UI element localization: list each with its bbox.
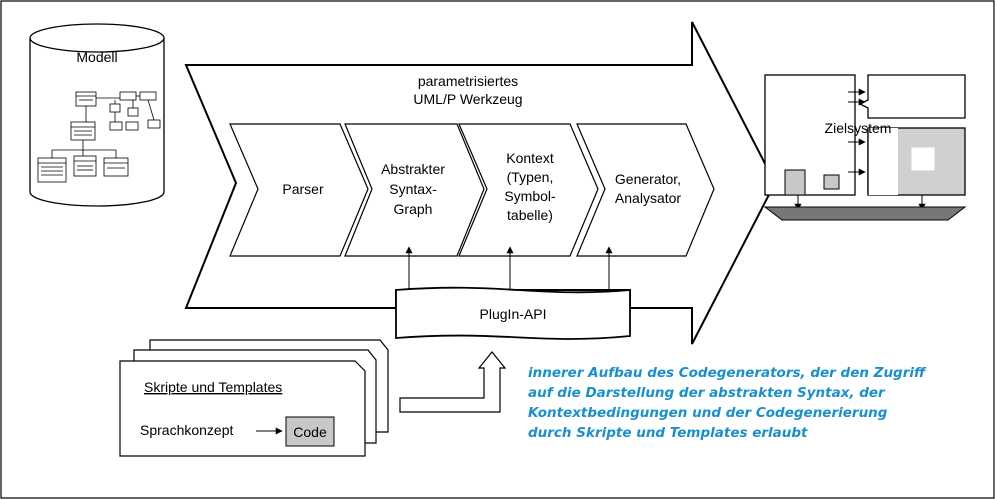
parser-label: Parser: [282, 181, 324, 197]
caption-line-4: durch Skripte und Templates erlaubt: [528, 425, 808, 441]
syntax-graph-label-2: Syntax-: [389, 181, 437, 197]
model-cylinder: Modell: [29, 23, 165, 207]
plugin-api-label: PlugIn-API: [480, 306, 547, 322]
plugin-api-banner: [395, 286, 631, 340]
code-box: [285, 416, 335, 447]
hollow-arrow: [399, 351, 507, 413]
target-system: Zielsystem: [763, 74, 967, 221]
language-concept-label: Sprachkonzept: [140, 422, 234, 438]
tool-title-line1: parametrisiertes: [418, 73, 518, 89]
chevron-context: [458, 123, 599, 257]
context-label-3: Symbol-: [504, 188, 556, 204]
scripts-templates-stack: Skripte und Templates Sprachkonzept Code: [119, 339, 389, 457]
mini-class-diagram-icon: [37, 91, 161, 183]
target-system-label: Zielsystem: [825, 120, 892, 136]
caption-line-2: auf die Darstellung der abstrakten Synta…: [528, 385, 886, 401]
scripts-templates-title: Skripte und Templates: [144, 379, 282, 395]
context-label-1: Kontext: [506, 150, 554, 166]
context-label-2: (Typen,: [507, 169, 554, 185]
syntax-graph-label-3: Graph: [394, 201, 433, 217]
syntax-graph-label-1: Abstrakter: [381, 161, 445, 177]
generator-label-2: Analysator: [615, 190, 681, 206]
chevron-syntax-graph: [344, 123, 485, 257]
chevron-parser: [229, 123, 369, 257]
model-label: Modell: [76, 49, 117, 65]
code-label: Code: [293, 424, 327, 440]
caption-line-1: innerer Aufbau des Codegenerators, der d…: [528, 365, 927, 381]
caption-line-3: Kontextbedingungen und der Codegenerieru…: [528, 405, 888, 421]
context-label-4: tabelle): [507, 207, 553, 223]
tool-title-line2: UML/P Werkzeug: [413, 91, 522, 107]
chevron-generator: [576, 123, 715, 257]
generator-label-1: Generator,: [615, 171, 681, 187]
